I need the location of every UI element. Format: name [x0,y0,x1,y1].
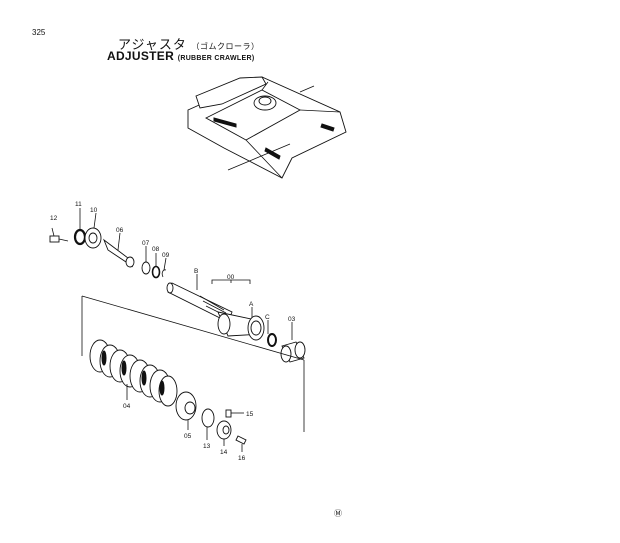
callout-11: 11 [75,201,82,208]
callout-10: 10 [90,207,98,214]
footer-mark: Ⓜ [334,509,342,518]
part-10-cover [84,212,102,249]
assembly-boundary-lines [81,295,305,432]
part-04-spring [89,339,178,407]
callout-09: 09 [162,252,170,259]
callout-14: 14 [220,449,228,456]
part-05-flange [175,391,197,430]
page-number: 325 [32,28,46,37]
part-15-bolt [225,409,244,418]
callout-13: 13 [203,443,211,450]
callout-05: 05 [184,433,192,440]
callout-00: 00 [227,274,235,281]
part-14-nut [216,420,232,446]
part-09-snap-ring [161,257,167,278]
callout-07: 07 [142,240,150,247]
callout-C: C [265,314,270,321]
callout-B: B [194,268,198,275]
callout-06: 06 [116,227,124,234]
part-12-bolt [49,227,69,243]
title-english-main: ADJUSTER [107,49,175,63]
title-english: ADJUSTER (RUBBER CRAWLER) [107,49,254,63]
part-C-seal [267,333,277,347]
part-16-screw [235,435,247,452]
part-03-bushing [280,322,306,363]
callout-03: 03 [288,316,296,323]
part-00-cylinder-assembly [166,274,269,341]
callout-A: A [249,301,254,308]
part-11-o-ring [73,208,87,246]
callout-15: 15 [246,411,254,418]
track-frame-illustration [187,76,347,179]
title-japanese: アジャスタ （ゴムクローラ） [118,34,259,53]
part-06-rod [102,232,135,268]
callout-04: 04 [123,403,131,410]
part-08-ring [151,253,161,279]
title-english-sub: (RUBBER CRAWLER) [177,55,255,62]
part-13-collar [201,408,215,440]
callout-labels: 12 11 10 06 07 08 09 B 00 A C 03 04 05 1… [50,201,296,462]
callout-12: 12 [50,215,58,222]
callout-08: 08 [152,246,160,253]
title-japanese-main: アジャスタ [118,37,187,52]
title-japanese-sub: （ゴムクローラ） [191,42,260,51]
part-07-seal [141,246,151,275]
callout-16: 16 [238,455,246,462]
